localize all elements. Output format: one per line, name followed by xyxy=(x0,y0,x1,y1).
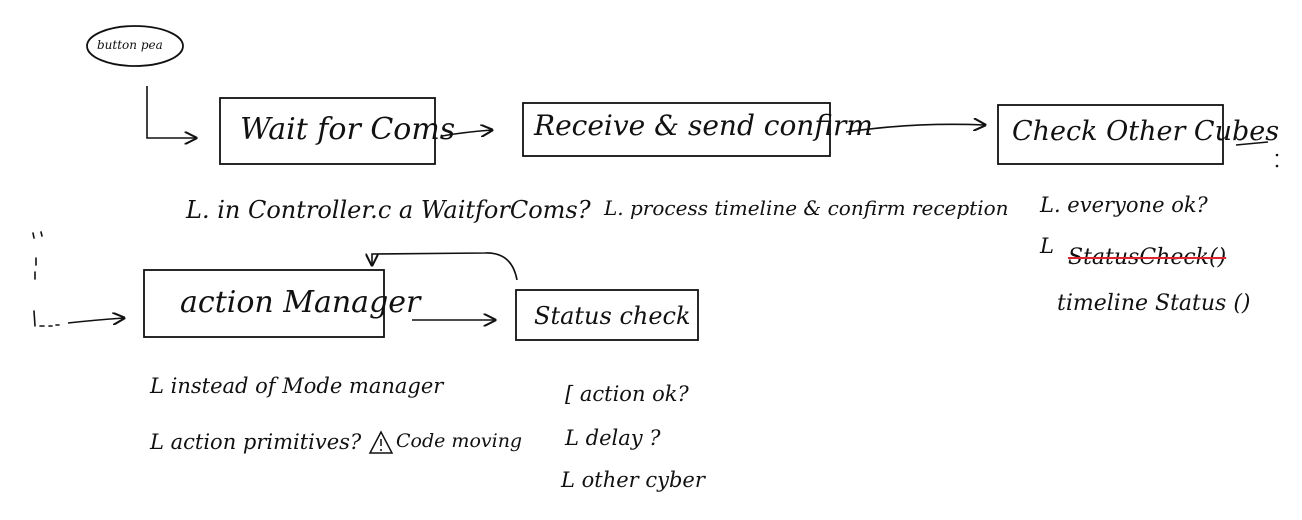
wait-for-coms-box xyxy=(219,97,436,165)
check-other-cubes-note-1: L. everyone ok? xyxy=(1040,193,1208,217)
receive-send-confirm-label: Receive & send confirm xyxy=(534,109,873,142)
receive-to-check-arrow xyxy=(845,124,985,133)
check-other-cubes-label: Check Other Cubes xyxy=(1012,116,1280,147)
wait-to-receive-arrow xyxy=(441,130,492,136)
status-check-note-2: L delay ? xyxy=(565,426,661,450)
start-node-label: button pea xyxy=(97,38,163,52)
warning-triangle-icon xyxy=(368,430,394,454)
status-check-function-struck: StatusCheck() xyxy=(1068,245,1227,270)
action-manager-note-2: L action primitives? xyxy=(150,430,362,454)
status-to-action-feedback-arrow xyxy=(372,252,518,281)
status-check-note-3: L other cyber xyxy=(561,468,705,492)
check-other-cubes-box xyxy=(997,104,1224,165)
wait-for-coms-note-1: L. in Controller.c a WaitforComs? xyxy=(186,196,591,224)
receive-send-confirm-box xyxy=(522,102,831,157)
continuation-to-action-arrow xyxy=(67,318,124,323)
start-to-wait-arrow xyxy=(146,86,196,138)
timeline-status-function-note: timeline Status () xyxy=(1057,291,1251,316)
status-check-label: Status check xyxy=(534,302,691,330)
check-continuation-line xyxy=(1235,141,1269,146)
start-node-oval xyxy=(86,25,184,67)
action-manager-box xyxy=(143,269,385,338)
receive-send-confirm-note-1: L. process timeline & confirm reception xyxy=(604,196,1009,220)
action-manager-note-1: L instead of Mode manager xyxy=(150,374,444,398)
status-check-note-1: [ action ok? xyxy=(565,382,689,406)
wait-for-coms-label: Wait for Coms xyxy=(240,112,456,147)
code-moving-note: Code moving xyxy=(396,430,523,452)
status-check-box xyxy=(515,289,699,341)
action-manager-label: action Manager xyxy=(180,285,421,320)
check-other-cubes-note-2-bullet: L xyxy=(1040,234,1054,258)
left-continuation-dots xyxy=(32,231,43,327)
